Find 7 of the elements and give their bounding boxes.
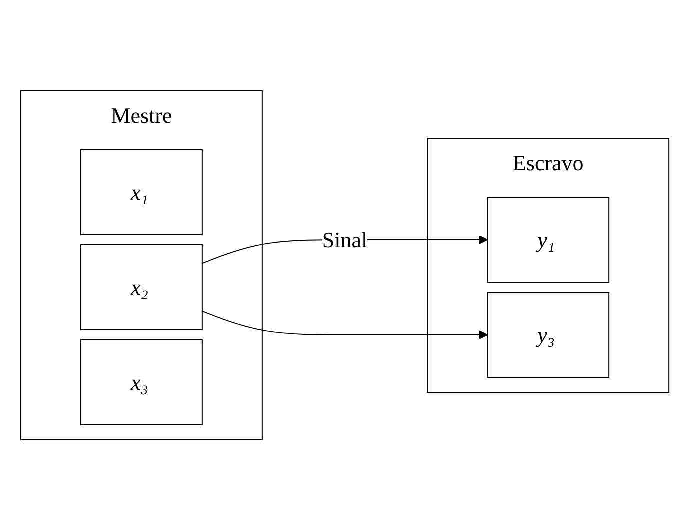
arrow	[202, 310, 488, 340]
node-box: x₁	[80, 150, 204, 236]
node-box: x₂	[80, 244, 204, 330]
node-box: y₃	[488, 292, 610, 378]
node-box: x₃	[80, 340, 204, 426]
edge-label: Sinal	[322, 228, 368, 252]
node-box: y₁	[488, 197, 610, 283]
